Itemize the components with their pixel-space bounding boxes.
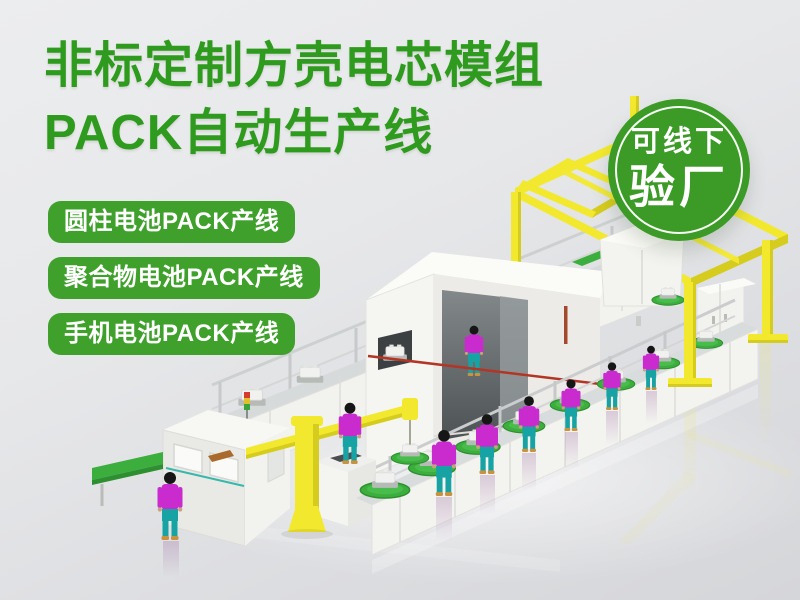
tag-phone-pack-line[interactable]: 手机电池PACK产线 (48, 313, 296, 355)
tag-polymer-pack-line[interactable]: 聚合物电池PACK产线 (48, 257, 320, 299)
tag-cylindrical-pack-line[interactable]: 圆柱电池PACK产线 (48, 201, 296, 243)
title-line-1: 非标定制方壳电芯模组 (44, 39, 545, 93)
jib-crane (246, 398, 429, 539)
badge-line-2: 验厂 (629, 160, 729, 213)
gantry-front-legs (668, 240, 788, 387)
workers (157, 345, 660, 577)
title-line-2: PACK自动生产线 (44, 106, 434, 160)
page-title: 非标定制方壳电芯模组 PACK自动生产线 (44, 33, 544, 167)
left-machine (92, 392, 290, 547)
badge-line-1: 可线下 (630, 125, 727, 158)
factory-visit-badge: 可线下 验厂 (608, 99, 750, 241)
